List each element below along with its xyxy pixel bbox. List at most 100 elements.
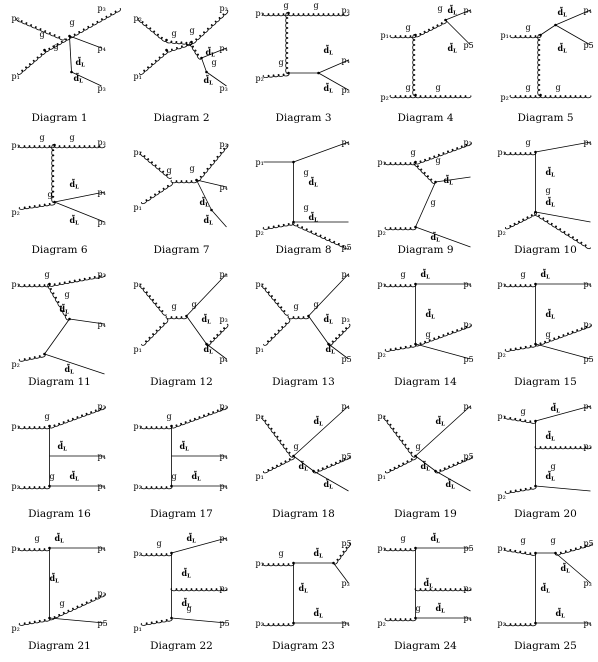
- momentum-label: p₁: [12, 141, 20, 150]
- vertex-dot: [327, 342, 330, 346]
- momentum-label: p₂: [378, 350, 386, 359]
- squark-label: d̃L: [448, 5, 458, 17]
- squark-label: d̃L: [546, 167, 556, 179]
- squark-label: d̃L: [70, 179, 80, 191]
- gluon-label: g: [526, 23, 531, 32]
- gluon-label: g: [438, 4, 443, 13]
- momentum-label: p₂: [256, 619, 264, 628]
- gluon-line: [504, 344, 537, 352]
- squark-label: d̃L: [541, 583, 551, 595]
- momentum-label: p₁: [498, 544, 506, 553]
- squark-label: d̃L: [436, 603, 446, 615]
- gluon-label: g: [526, 83, 531, 92]
- gluon-label: g: [294, 302, 299, 311]
- gluon-line: [285, 12, 289, 74]
- gluon-line: [504, 486, 537, 494]
- gluon-label: g: [406, 23, 411, 32]
- gluon-line: [139, 151, 172, 180]
- momentum-label: p₂: [378, 412, 386, 421]
- squark-line: [535, 141, 591, 153]
- momentum-label: p₂: [256, 280, 264, 289]
- gluon-label: g: [401, 534, 406, 543]
- momentum-label: p5: [584, 539, 594, 548]
- momentum-label: p₃: [98, 84, 106, 93]
- momentum-label: p5: [464, 355, 474, 364]
- diagram-caption: Diagram 12: [150, 376, 213, 388]
- squark-label: d̃L: [551, 403, 561, 415]
- momentum-label: p₁: [378, 280, 386, 289]
- squark-label: d̃L: [65, 364, 75, 376]
- gluon-label: g: [556, 83, 561, 92]
- gluon-line: [333, 542, 351, 565]
- squark-line: [445, 9, 471, 21]
- gluon-line: [47, 283, 70, 321]
- momentum-label: p₁: [256, 559, 264, 568]
- squark-label: d̃L: [421, 269, 431, 281]
- gluon-label: g: [551, 536, 556, 545]
- gluon-line: [48, 593, 106, 621]
- vertex-dot: [534, 342, 537, 346]
- gluon-line: [165, 315, 188, 320]
- momentum-label: p₁: [498, 280, 506, 289]
- momentum-label: p₂: [381, 93, 389, 102]
- gluon-label: g: [192, 300, 197, 309]
- gluon-label: g: [45, 270, 50, 279]
- gluon-label: g: [212, 58, 217, 67]
- gluon-line: [165, 39, 193, 46]
- momentum-label: p₄: [342, 270, 350, 279]
- vertex-dot: [68, 34, 71, 38]
- vertex-dot: [414, 160, 417, 164]
- gluon-line: [414, 324, 472, 347]
- gluon-line: [48, 274, 106, 287]
- diagram-caption: Diagram 20: [514, 508, 577, 520]
- vertex-dot: [414, 93, 417, 97]
- vertex-dot: [48, 282, 51, 286]
- gluon-label: g: [35, 534, 40, 543]
- squark-line: [44, 353, 105, 375]
- squark-line: [54, 201, 105, 223]
- diagram-caption: Diagram 16: [28, 508, 91, 520]
- squark-label: d̃L: [182, 598, 192, 610]
- squark-line: [415, 343, 471, 360]
- gluon-line: [51, 144, 55, 203]
- momentum-label: p5: [98, 619, 108, 628]
- momentum-label: p₃: [220, 270, 228, 279]
- momentum-label: p₃: [464, 320, 472, 329]
- momentum-label: p₁: [498, 148, 506, 157]
- squark-line: [206, 71, 227, 87]
- squark-line: [535, 405, 591, 422]
- diagram-caption: Diagram 17: [150, 508, 213, 520]
- squark-line: [308, 273, 349, 317]
- gluon-line: [262, 12, 290, 17]
- momentum-label: p₁: [256, 345, 264, 354]
- gluon-label: g: [546, 186, 551, 195]
- gluon-label: g: [436, 83, 441, 92]
- gluon-line: [170, 587, 228, 592]
- momentum-label: p₄: [220, 482, 228, 491]
- squark-line: [211, 209, 227, 228]
- squark-line: [171, 617, 227, 624]
- vertex-dot: [205, 342, 208, 346]
- momentum-label: p₂: [498, 619, 506, 628]
- squark-line: [415, 455, 436, 472]
- vertex-dot: [414, 616, 417, 620]
- gluon-line: [18, 425, 51, 430]
- squark-label: d̃L: [58, 441, 68, 453]
- gluon-line: [328, 323, 351, 346]
- squark-line: [69, 35, 72, 73]
- gluon-label: g: [546, 330, 551, 339]
- gluon-label: g: [521, 270, 526, 279]
- squark-label: d̃L: [309, 177, 319, 189]
- gluon-line: [414, 94, 472, 99]
- diagram-caption: Diagram 14: [394, 376, 457, 388]
- gluon-label: g: [167, 166, 172, 175]
- momentum-label: p₄: [342, 138, 350, 147]
